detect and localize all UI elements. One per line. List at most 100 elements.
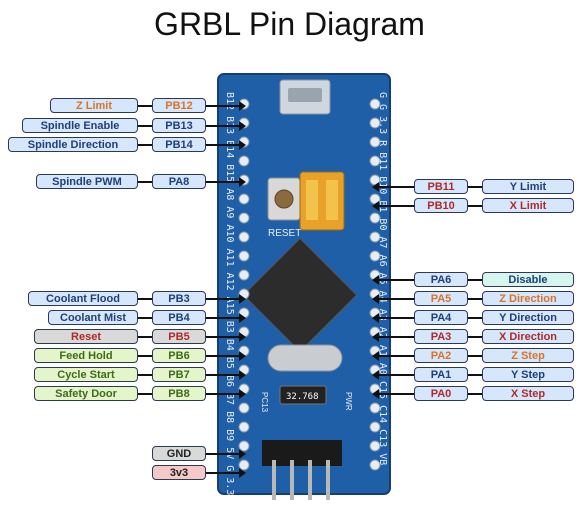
left-pin-arrow [206, 140, 246, 150]
left-pin-arrow [206, 294, 246, 304]
right-pin-label: PB11 [414, 179, 468, 194]
left-header-pin-hole [238, 421, 250, 433]
right-header-pin-hole [369, 212, 381, 224]
right-connector-line [468, 355, 482, 357]
right-pin-arrow [372, 389, 414, 399]
left-silkscreen: B12 B13 B14 B15 A8 A9 A10 A11 A12 A15 B3… [224, 92, 235, 495]
power-pin-arrow [206, 449, 246, 459]
right-function-label: X Step [482, 386, 574, 401]
left-connector-line [138, 393, 152, 395]
power-pin-label: 3v3 [152, 465, 206, 480]
left-pin-arrow [206, 389, 246, 399]
right-header-pin-hole [369, 459, 381, 471]
crystal [267, 344, 343, 372]
reset-silkscreen: RESET [268, 228, 301, 239]
right-pin-label: PA6 [414, 272, 468, 287]
right-pin-arrow [372, 294, 414, 304]
right-header-pin-hole [369, 98, 381, 110]
left-header-pin-hole [238, 269, 250, 281]
right-pin-label: PA4 [414, 310, 468, 325]
left-connector-line [138, 317, 152, 319]
rtc-crystal [279, 385, 327, 405]
left-function-label: Z Limit [50, 98, 138, 113]
left-function-label: Spindle Enable [22, 118, 138, 133]
pwr-silkscreen: PWR [344, 392, 353, 411]
right-header-pin-hole [369, 231, 381, 243]
left-connector-line [138, 355, 152, 357]
left-connector-line [138, 374, 152, 376]
mcu-chip [242, 237, 358, 353]
right-pin-arrow [372, 182, 414, 192]
left-pin-label: PB3 [152, 291, 206, 306]
left-pin-label: PB12 [152, 98, 206, 113]
right-function-label: X Limit [482, 198, 574, 213]
right-pin-label: PA0 [414, 386, 468, 401]
right-header-pin-hole [369, 402, 381, 414]
right-header-pin-hole [369, 155, 381, 167]
left-function-label: Safety Door [34, 386, 138, 401]
right-header-pin-hole [369, 421, 381, 433]
right-pin-label: PA1 [414, 367, 468, 382]
left-header-pin-hole [238, 155, 250, 167]
left-connector-line [138, 125, 152, 127]
right-pin-label: PB10 [414, 198, 468, 213]
right-connector-line [468, 374, 482, 376]
left-connector-line [138, 298, 152, 300]
left-pin-label: PA8 [152, 174, 206, 189]
left-function-label: Coolant Flood [28, 291, 138, 306]
left-connector-line [138, 181, 152, 183]
right-function-label: Disable [482, 272, 574, 287]
right-pin-label: PA2 [414, 348, 468, 363]
right-header-pin-hole [369, 250, 381, 262]
left-function-label: Coolant Mist [48, 310, 138, 325]
page-title: GRBL Pin Diagram [154, 6, 425, 42]
right-connector-line [468, 336, 482, 338]
right-function-label: Y Step [482, 367, 574, 382]
right-silkscreen: G G 3.3 R B11 B10 B1 B0 A7 A6 A5 A4 A3 A… [377, 92, 388, 465]
right-function-label: Z Direction [482, 291, 574, 306]
left-function-label: Reset [34, 329, 138, 344]
pc13-silkscreen: PC13 [260, 392, 269, 413]
right-function-label: Y Direction [482, 310, 574, 325]
left-header-pin-hole [238, 212, 250, 224]
left-pin-arrow [206, 121, 246, 131]
left-pin-arrow [206, 177, 246, 187]
left-connector-line [138, 144, 152, 146]
left-pin-arrow [206, 370, 246, 380]
right-header-pin-hole [369, 136, 381, 148]
left-function-label: Feed Hold [34, 348, 138, 363]
left-pin-label: PB4 [152, 310, 206, 325]
left-connector-line [138, 336, 152, 338]
crystal-label: 32.768 [286, 392, 319, 402]
left-pin-arrow [206, 332, 246, 342]
right-pin-arrow [372, 313, 414, 323]
right-function-label: X Direction [482, 329, 574, 344]
right-pin-arrow [372, 201, 414, 211]
right-connector-line [468, 186, 482, 188]
left-pin-arrow [206, 351, 246, 361]
left-pin-label: PB8 [152, 386, 206, 401]
left-function-label: Cycle Start [34, 367, 138, 382]
left-function-label: Spindle PWM [36, 174, 138, 189]
right-pin-arrow [372, 332, 414, 342]
left-pin-label: PB6 [152, 348, 206, 363]
right-pin-arrow [372, 370, 414, 380]
power-pin-label: GND [152, 446, 206, 461]
right-connector-line [468, 393, 482, 395]
left-pin-label: PB7 [152, 367, 206, 382]
power-pin-arrow [206, 468, 246, 478]
left-pin-label: PB13 [152, 118, 206, 133]
right-connector-line [468, 205, 482, 207]
right-function-label: Z Step [482, 348, 574, 363]
left-pin-arrow [206, 101, 246, 111]
right-header-pin-hole [369, 440, 381, 452]
left-pin-label: PB5 [152, 329, 206, 344]
left-header-pin-hole [238, 402, 250, 414]
left-function-label: Spindle Direction [8, 137, 138, 152]
left-connector-line [138, 105, 152, 107]
left-pin-label: PB14 [152, 137, 206, 152]
right-connector-line [468, 317, 482, 319]
left-header-pin-hole [238, 250, 250, 262]
left-pin-arrow [206, 313, 246, 323]
